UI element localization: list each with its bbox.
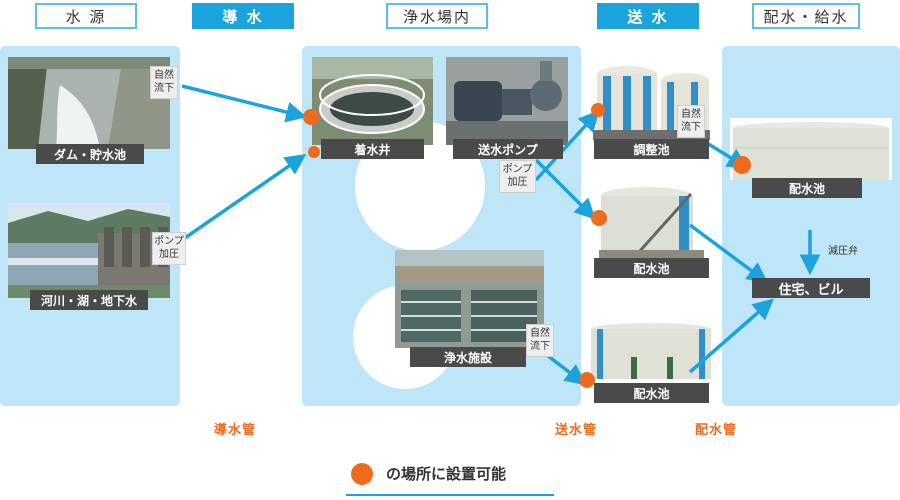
purification-photo xyxy=(395,250,544,348)
reservoir-right-label: 配水池 xyxy=(752,178,862,198)
legend-text: の場所に設置可能 xyxy=(386,465,507,483)
marker-receiving-well-1 xyxy=(303,109,319,125)
dam-label: ダム・貯水池 xyxy=(36,144,144,164)
header-plant: 浄水場内 xyxy=(386,3,488,29)
arrow-river-to-well xyxy=(181,154,307,242)
reservoir-bottom-photo xyxy=(587,317,716,383)
tag-natural-flow-2: 自然流下 xyxy=(677,105,705,138)
river-label: 河川・湖・地下水 xyxy=(30,290,148,310)
header-source: 水 源 xyxy=(35,3,137,29)
tag-natural-flow-3: 自然流下 xyxy=(526,324,554,357)
receiving-well-photo xyxy=(312,57,433,145)
arrow-dam-to-well xyxy=(181,84,308,123)
header-distribution: 配水・給水 xyxy=(752,3,860,29)
houses-label: 住宅、ビル xyxy=(752,278,870,298)
distribution-panel xyxy=(722,46,900,406)
tag-pump-pressure-2: ポンプ加圧 xyxy=(499,160,536,193)
receiving-well-label: 着水井 xyxy=(321,139,424,159)
header-transmission: 送 水 xyxy=(597,3,699,29)
reservoir-middle-label: 配水池 xyxy=(594,258,709,278)
tag-pump-pressure-1: ポンプ加圧 xyxy=(152,232,186,265)
marker-regulating-pond xyxy=(591,103,605,117)
reservoir-right-photo xyxy=(730,118,892,180)
pressure-valve-note: 減圧弁 xyxy=(828,246,858,257)
marker-receiving-well-2 xyxy=(308,146,320,158)
legend-underline xyxy=(346,494,554,496)
pump-photo xyxy=(446,57,568,145)
pipe-transmission-label: 送水管 xyxy=(555,423,598,438)
marker-reservoir-bottom xyxy=(579,372,595,388)
dam-photo xyxy=(8,57,170,149)
marker-reservoir-middle xyxy=(591,210,607,226)
pipe-distribution-label: 配水管 xyxy=(695,423,738,438)
reservoir-bottom-label: 配水池 xyxy=(594,383,709,403)
marker-reservoir-right xyxy=(733,156,751,174)
reservoir-middle-photo xyxy=(599,182,704,258)
purification-label: 浄水施設 xyxy=(410,347,526,367)
river-photo xyxy=(8,203,170,298)
tag-natural-flow-1: 自然流下 xyxy=(150,66,178,99)
pump-label: 送水ポンプ xyxy=(453,139,563,159)
legend-marker xyxy=(351,463,373,485)
regulating-pond-label: 調整池 xyxy=(594,139,709,159)
pipe-conveyance-label: 導水管 xyxy=(214,423,257,438)
header-conveyance: 導 水 xyxy=(192,3,294,29)
